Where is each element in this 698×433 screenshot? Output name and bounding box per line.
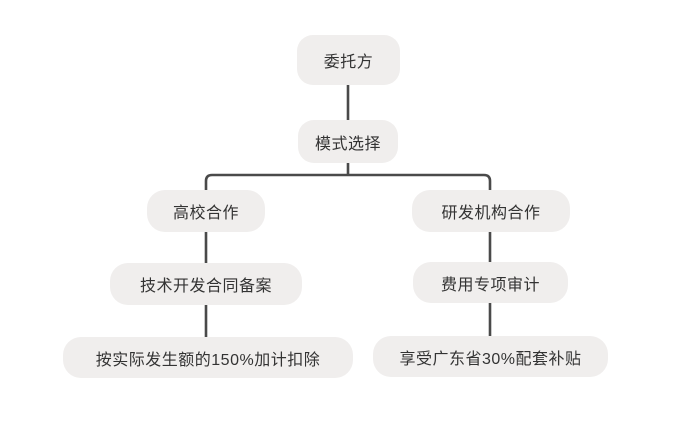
node-client: 委托方 [297,35,400,85]
node-tech-contract-filing: 技术开发合同备案 [110,263,302,305]
node-university-cooperation: 高校合作 [147,190,265,232]
node-expense-special-audit: 费用专项审计 [413,262,568,303]
node-rnd-institution-cooperation: 研发机构合作 [412,190,570,232]
node-guangdong-30-percent-subsidy: 享受广东省30%配套补贴 [373,336,608,377]
connector-branch-elbow [204,173,492,190]
node-mode-selection: 模式选择 [298,120,398,163]
node-150-percent-deduction: 按实际发生额的150%加计扣除 [63,337,353,378]
